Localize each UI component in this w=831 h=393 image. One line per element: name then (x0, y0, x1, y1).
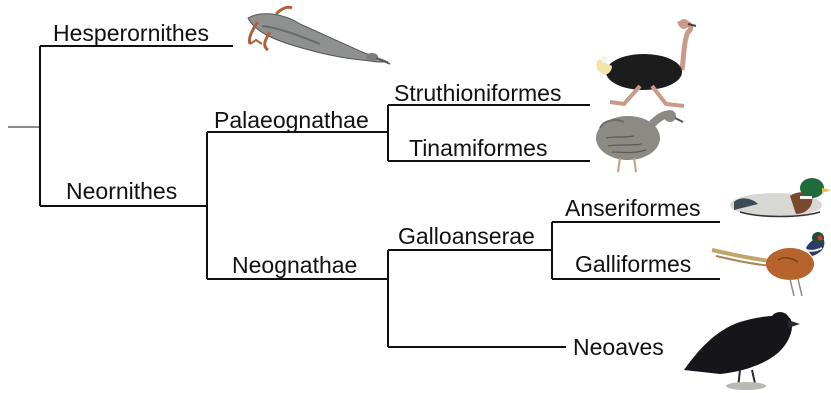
pheasant-illustration (712, 232, 824, 296)
clade-label-hesperornithes: Hesperornithes (53, 22, 209, 45)
ostrich-illustration (597, 19, 696, 106)
clade-label-neognathae: Neognathae (232, 254, 357, 277)
clade-label-palaeognathae: Palaeognathae (214, 109, 369, 132)
clade-label-neoaves: Neoaves (573, 336, 664, 359)
clade-label-galloanserae: Galloanserae (398, 225, 535, 248)
crow-illustration (684, 312, 800, 390)
clade-label-tinamiformes: Tinamiformes (409, 137, 547, 160)
clade-label-neornithes: Neornithes (66, 180, 177, 203)
clade-label-galliformes: Galliformes (575, 253, 691, 276)
hesperornis-illustration (248, 7, 390, 64)
clade-label-struthioniformes: Struthioniformes (394, 82, 561, 105)
mallard-duck-illustration (730, 178, 831, 217)
clade-label-anseriformes: Anseriformes (565, 197, 700, 220)
tinamou-illustration (596, 110, 683, 172)
